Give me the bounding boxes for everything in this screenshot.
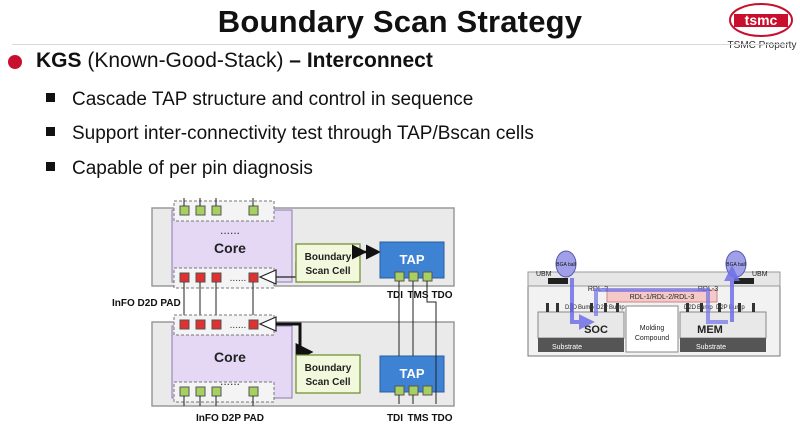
ubm-left-label: UBM <box>536 271 552 278</box>
tap-pad <box>394 385 405 396</box>
square-bullet-icon <box>46 93 55 102</box>
tsmc-logo: tsmc TSMC Property <box>726 2 798 56</box>
d2p-pad <box>248 386 259 397</box>
soc-substrate <box>538 338 624 352</box>
top-boundary-scan-cell <box>295 243 361 283</box>
square-bullet-icon <box>46 127 55 136</box>
d2p-pad <box>211 205 222 216</box>
d2d-pad <box>248 272 259 283</box>
bottom-boundary-scan-cell <box>295 354 361 394</box>
sub-bullet-text: Capable of per pin diagnosis <box>72 158 313 179</box>
top-die: ...... Core ...... Boundary Scan Cell TA… <box>151 198 455 289</box>
molding-compound <box>625 305 679 353</box>
bump-left-label: Bump <box>578 305 594 311</box>
d2p-pad-label: InFO D2P PAD <box>196 413 264 424</box>
bottom-tdo-label: TDO <box>431 413 452 424</box>
top-tap-label: TAP <box>399 252 424 267</box>
bottom-core-dots: ...... <box>220 374 240 388</box>
main-bullet-text: KGS (Known-Good-Stack) – Interconnect <box>36 49 433 73</box>
kgs-dash: – <box>289 49 301 72</box>
d2d-pad-label: InFO D2D PAD <box>112 298 181 309</box>
tap-chain-wire <box>426 281 437 404</box>
title-divider <box>12 44 788 45</box>
bump-right-label: Bump <box>697 305 713 311</box>
logo-text: tsmc <box>745 12 778 28</box>
square-bullet-icon <box>46 162 55 171</box>
info-package-cross-section: RDL-1/RDL-2/RDL-3 RDL-3 RDL-3 SOC Substr… <box>527 250 781 357</box>
bottom-tdi-label: TDI <box>387 413 403 424</box>
top-core-dots: ...... <box>220 223 240 237</box>
top-bscan-label-1: Boundary <box>305 252 352 263</box>
top-tdo-label: TDO <box>431 290 452 301</box>
scan-arrow-icon <box>276 322 314 361</box>
d2d-pad <box>179 272 190 283</box>
top-redistribution-layer <box>527 271 781 287</box>
bump-right2-label: Bump <box>729 305 745 311</box>
bottom-tap-label: TAP <box>399 366 424 381</box>
sub-bullet-text: Support inter-connectivity test through … <box>72 123 534 144</box>
mem-substrate <box>680 338 766 352</box>
substrate-right-label: Substrate <box>696 344 726 351</box>
molding-label-1: Molding <box>640 325 665 332</box>
property-label: TSMC Property <box>727 40 797 51</box>
scan-path-middle <box>594 288 728 324</box>
kgs-expansion: (Known-Good-Stack) <box>87 49 284 72</box>
bottom-core-label: Core <box>214 349 246 365</box>
d2d-pad <box>179 319 190 330</box>
sub-bullet-text: Cascade TAP structure and control in seq… <box>72 89 474 110</box>
tap-pad <box>422 385 433 396</box>
d2p-pad <box>179 386 190 397</box>
scan-path-left <box>570 278 595 330</box>
kgs-interconnect: Interconnect <box>306 49 433 72</box>
kgs-term: KGS <box>36 49 82 72</box>
top-tdi-label: TDI <box>387 290 403 301</box>
bottom-bscan-label-1: Boundary <box>305 363 352 374</box>
sub-bullet: Cascade TAP structure and control in seq… <box>46 89 473 111</box>
tap-pad <box>408 385 419 396</box>
bottom-tms-label: TMS <box>407 413 428 424</box>
ubm-right-label: UBM <box>752 271 768 278</box>
d2p-pad <box>195 205 206 216</box>
svg-text:......: ...... <box>230 320 247 331</box>
d2p-bump-left-label: D2P <box>596 305 608 311</box>
ubm-right <box>734 278 754 284</box>
tap-pad <box>394 271 405 282</box>
d2p-pad <box>195 386 206 397</box>
d2p-pad <box>248 205 259 216</box>
svg-text:......: ...... <box>230 273 247 284</box>
d2d-pad <box>195 272 206 283</box>
sub-bullet: Support inter-connectivity test through … <box>46 123 534 145</box>
bottom-die: Core ...... ...... Boundary Scan Cell TA… <box>151 314 455 407</box>
tsmc-logo-mark: tsmc <box>729 3 793 37</box>
tap-cascade-diagram: ...... Core ...... Boundary Scan Cell TA… <box>112 198 455 424</box>
mem-die <box>679 311 767 339</box>
molding-label-2: Compound <box>635 335 669 342</box>
tap-pad <box>422 271 433 282</box>
bottom-bscan-label-2: Scan Cell <box>305 377 350 388</box>
bga-ball-left <box>555 250 577 278</box>
top-tms-label: TMS <box>407 290 428 301</box>
d2d-pad <box>211 319 222 330</box>
substrate-left-label: Substrate <box>552 344 582 351</box>
d2p-bump-right-label: D2P <box>716 305 728 311</box>
d2d-pad <box>195 319 206 330</box>
ubm-left <box>548 278 568 284</box>
d2d-pad <box>248 319 259 330</box>
slide-title: Boundary Scan Strategy <box>217 4 583 39</box>
main-bullet-dot <box>8 55 22 69</box>
soc-die <box>537 311 625 339</box>
tap-pad <box>408 271 419 282</box>
bga-left-label: BGA ball <box>556 262 575 268</box>
top-bscan-label-2: Scan Cell <box>305 266 350 277</box>
top-core-label: Core <box>214 240 246 256</box>
sub-bullet: Capable of per pin diagnosis <box>46 158 313 180</box>
bga-right-label: BGA ball <box>726 262 745 268</box>
d2d-pad <box>211 272 222 283</box>
d2p-pad <box>211 386 222 397</box>
soc-label: SOC <box>584 324 608 336</box>
d2d-bump-right-label: D2D <box>684 305 697 311</box>
d2p-pad <box>179 205 190 216</box>
mem-label: MEM <box>697 324 723 336</box>
rdl-center-label: RDL-1/RDL-2/RDL-3 <box>630 294 695 301</box>
